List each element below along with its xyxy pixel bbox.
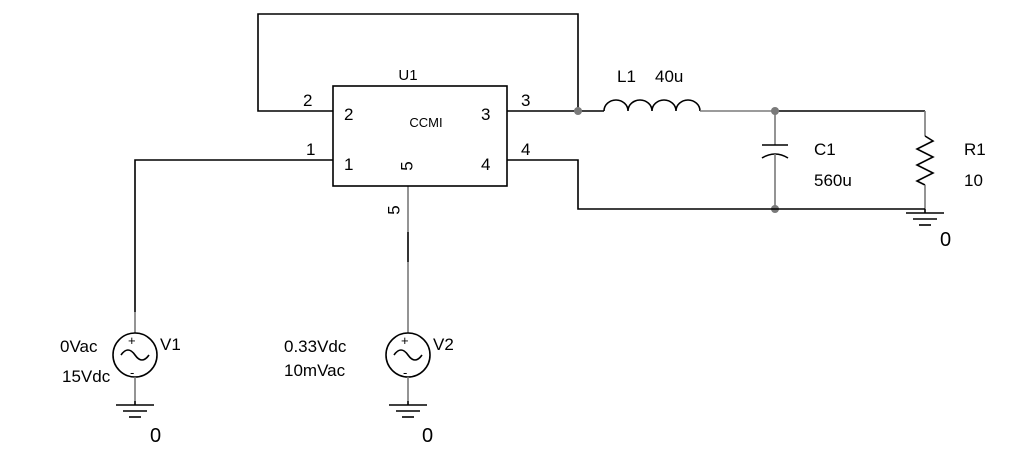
u1-pin4-inner: 4: [481, 155, 490, 174]
inductor-l1: [603, 99, 701, 112]
u1-pin2-inner: 2: [344, 105, 353, 124]
v2-refdes: V2: [433, 335, 454, 354]
ground-label-r1: 0: [940, 229, 951, 251]
u1-pin4-outer: 4: [521, 140, 530, 159]
voltage-source-v2: [385, 332, 431, 401]
u1-pin2-outer: 2: [303, 91, 312, 110]
wire-pin1-to-v1: [134, 159, 333, 312]
u1-pin5-outer: 5: [384, 205, 403, 214]
r1-refdes: R1: [964, 140, 986, 159]
component-u1-body: [332, 85, 508, 187]
r1-value: 10: [964, 171, 983, 190]
voltage-source-v1: [112, 332, 158, 401]
v2-ac-value: 10mVac: [284, 361, 346, 380]
v2-plus-sign: +: [401, 333, 409, 348]
u1-refdes: U1: [398, 67, 417, 84]
u1-pin1-inner: 1: [344, 155, 353, 174]
v1-minus-sign: -: [130, 365, 134, 380]
l1-value: 40u: [655, 67, 683, 86]
v1-dc-value: 15Vdc: [62, 367, 111, 386]
ground-symbol-v2: [389, 401, 427, 418]
v1-plus-sign: +: [128, 333, 136, 348]
v2-dc-value: 0.33Vdc: [284, 337, 347, 356]
wire-pin4-return: [507, 159, 925, 210]
ground-symbol-r1: [906, 209, 944, 226]
junction-node3: [574, 107, 582, 115]
ground-label-v1: 0: [150, 425, 161, 447]
u1-pin5-inner: 5: [397, 161, 416, 170]
v1-ac-value: 0Vac: [60, 337, 98, 356]
ground-symbol-v1: [116, 401, 154, 418]
u1-pin3-inner: 3: [481, 105, 490, 124]
c1-refdes: C1: [814, 140, 836, 159]
wire-feedback-loop: [257, 13, 579, 112]
l1-refdes: L1: [617, 67, 636, 86]
ground-label-v2: 0: [422, 425, 433, 447]
capacitor-c1: [761, 111, 789, 209]
resistor-r1: [915, 111, 935, 209]
u1-pin3-outer: 3: [521, 91, 530, 110]
v2-minus-sign: -: [403, 365, 407, 380]
c1-value: 560u: [814, 171, 852, 190]
v1-refdes: V1: [160, 335, 181, 354]
u1-model-label: CCMI: [409, 115, 442, 130]
u1-pin1-outer: 1: [306, 140, 315, 159]
